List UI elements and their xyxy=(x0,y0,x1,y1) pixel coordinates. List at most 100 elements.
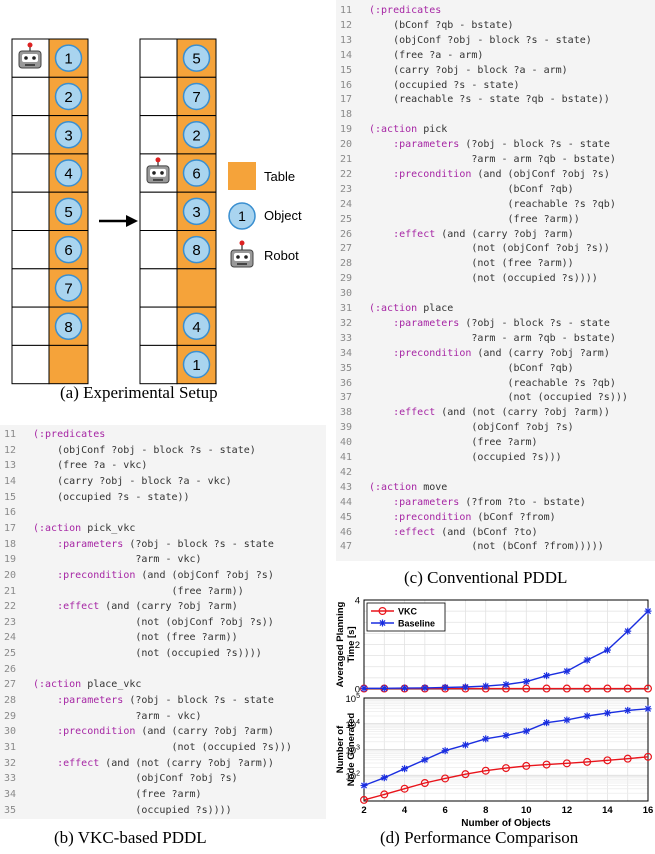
line-number: 24 xyxy=(340,198,353,210)
baseline-marker xyxy=(379,619,386,627)
line-number: 31 xyxy=(4,742,17,753)
code-line: (not (free ?arm)) xyxy=(369,258,574,270)
code-line: (:action place xyxy=(369,303,454,314)
code-line: (not (occupied ?s)))) xyxy=(33,648,262,660)
code-line: ?arm - vkc) xyxy=(33,554,202,566)
x-axis-label: Number of Objects xyxy=(461,818,551,829)
line-number: 11 xyxy=(4,429,17,440)
line-number: 14 xyxy=(340,49,353,61)
line-number: 33 xyxy=(340,332,353,344)
code-line: (not (occupied ?s)))) xyxy=(369,273,598,285)
legend-table-label: Table xyxy=(264,169,295,184)
x-tick-label: 10 xyxy=(521,805,532,816)
object-number: 4 xyxy=(192,319,200,336)
code-line: (reachable ?s - state ?qb - bstate)) xyxy=(369,94,610,106)
floor-cell xyxy=(11,230,50,270)
line-number: 13 xyxy=(340,34,353,46)
legend-table-swatch xyxy=(228,162,256,190)
code-line: (bConf ?qb - bstate) xyxy=(369,19,514,31)
y-tick-label: 2 xyxy=(355,640,360,651)
line-number: 46 xyxy=(340,526,353,538)
legend-box xyxy=(366,602,446,632)
y-tick-label: 4 xyxy=(355,596,360,607)
object-number: 4 xyxy=(64,166,72,183)
object-number: 3 xyxy=(64,127,72,144)
vkc-marker xyxy=(623,754,632,763)
line-number: 39 xyxy=(340,422,353,434)
line-number: 34 xyxy=(340,347,353,359)
vkc-marker xyxy=(481,766,490,775)
baseline-marker xyxy=(522,727,530,735)
baseline-marker xyxy=(401,684,409,692)
code-line: :parameters (?from ?to - bstate) xyxy=(393,496,586,508)
line-number: 35 xyxy=(4,804,17,816)
code-line: :effect (and (carry ?obj ?arm) xyxy=(57,601,238,613)
y-axis-label: Averaged PlanningTime [s] xyxy=(335,601,357,687)
code-line: (occupied ?s)))) xyxy=(33,804,232,816)
line-number: 33 xyxy=(4,773,17,785)
y-tick-label: 105 xyxy=(346,693,361,705)
x-tick-label: 8 xyxy=(483,805,488,816)
x-tick-label: 12 xyxy=(562,805,573,816)
baseline-marker xyxy=(563,667,571,675)
vkc-marker xyxy=(603,684,612,693)
code-line: (free ?a - arm) xyxy=(369,49,484,61)
caption-a: (a) Experimental Setup xyxy=(60,383,218,402)
line-number: 12 xyxy=(340,19,353,31)
line-number: 22 xyxy=(340,168,353,180)
floor-cell xyxy=(139,191,178,231)
caption-b: (b) VKC-based PDDL xyxy=(54,828,207,847)
object-number: 6 xyxy=(64,242,72,259)
code-line: (free ?arm)) xyxy=(33,585,244,597)
code-line: (:action pick_vkc xyxy=(33,522,136,534)
floor-cell xyxy=(11,306,50,346)
object-icon xyxy=(54,312,83,340)
baseline-marker xyxy=(644,607,652,615)
line-number: 23 xyxy=(4,616,17,628)
object-icon xyxy=(182,82,211,111)
baseline-marker xyxy=(563,716,571,724)
line-number: 12 xyxy=(4,444,17,456)
object-number: 1 xyxy=(192,357,200,374)
line-number: 15 xyxy=(340,64,353,76)
line-number: 28 xyxy=(4,695,17,707)
line-number: 18 xyxy=(340,109,353,121)
table-cell xyxy=(176,268,217,308)
object-number: 8 xyxy=(64,319,72,336)
object-number: 7 xyxy=(64,280,72,297)
x-tick-label: 16 xyxy=(643,805,654,816)
baseline-marker xyxy=(603,646,611,654)
legend-label: Baseline xyxy=(398,619,435,629)
baseline-marker xyxy=(461,741,469,749)
object-icon xyxy=(54,197,83,226)
legend-robot-icon xyxy=(230,240,254,268)
line-number: 41 xyxy=(340,452,353,463)
baseline-marker xyxy=(624,627,632,635)
code-line: ?arm - vkc) xyxy=(33,710,202,722)
code-line: (bConf ?qb) xyxy=(369,362,574,374)
code-line: (bConf ?qb) xyxy=(369,183,574,195)
code-line: (carry ?obj - block ?a - arm) xyxy=(369,64,568,76)
code-line: :parameters (?obj - block ?s - state xyxy=(393,317,610,329)
line-number: 29 xyxy=(4,710,17,722)
line-number: 17 xyxy=(4,522,17,534)
baseline-marker xyxy=(441,683,449,691)
floor-cell xyxy=(139,268,178,308)
object-icon xyxy=(182,312,211,340)
baseline-marker xyxy=(583,712,591,720)
line-number: 15 xyxy=(4,491,17,503)
code-line: (:action move xyxy=(369,481,448,493)
line-number: 23 xyxy=(340,183,353,195)
vkc-marker xyxy=(441,774,450,783)
object-number: 2 xyxy=(192,127,200,144)
object-icon xyxy=(54,274,83,302)
code-line: :precondition (bConf ?from) xyxy=(393,511,556,523)
legend-object-number: 1 xyxy=(238,208,246,224)
x-tick-label: 2 xyxy=(361,805,366,816)
object-number: 5 xyxy=(64,204,72,221)
legend-object-icon xyxy=(228,202,256,230)
floor-cell xyxy=(11,153,50,193)
y-tick-label: 0 xyxy=(355,685,360,696)
line-number: 44 xyxy=(340,496,353,508)
